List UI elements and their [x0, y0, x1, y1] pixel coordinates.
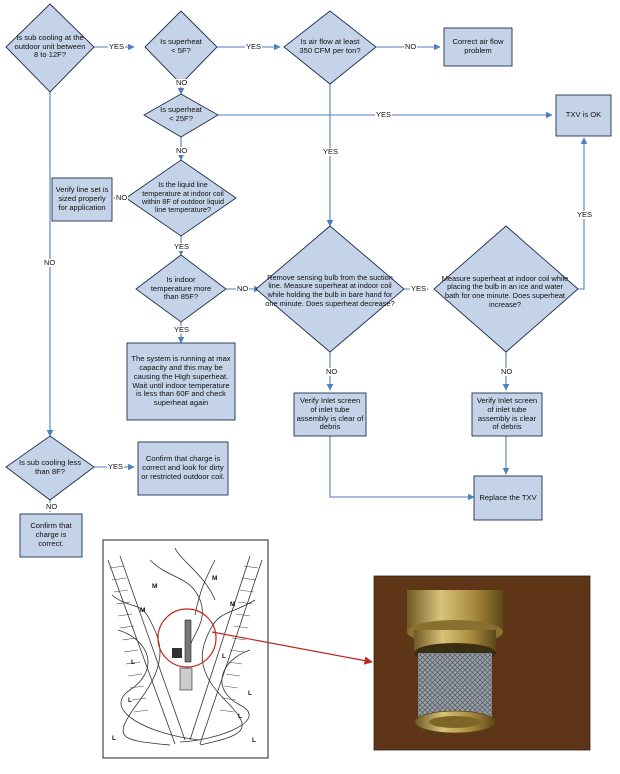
coil-marker-m1: M	[152, 583, 157, 590]
action-lineset-shape	[51, 177, 113, 222]
label-d1-d9-no: NO	[43, 258, 57, 267]
coil-marker-l6: L	[252, 737, 256, 744]
coil-marker-l3: L	[128, 697, 132, 704]
coil-marker-l1: L	[131, 659, 135, 666]
label-d9-chargecorrect-no: NO	[45, 502, 59, 511]
label-d2-d3-yes: YES	[245, 42, 263, 51]
edge-inlet1-replace	[329, 436, 475, 501]
label-d2-d4-no: NO	[175, 78, 189, 87]
label-d7-inlet1-no: NO	[325, 367, 339, 376]
callout-arrow	[211, 631, 373, 665]
label-d6-d7-no: NO	[236, 284, 250, 293]
action-replace-txv: Replace the TXV	[479, 492, 537, 502]
coil-marker-m4: M	[230, 601, 235, 608]
coil-marker-l2: L	[222, 653, 226, 660]
label-d4-d5-no: NO	[175, 146, 189, 155]
label-d9-chargeok-yes: YES	[107, 462, 125, 471]
decision-d3: Is air flow at least 350 CFM per ton?	[299, 37, 361, 55]
decision-d7: Remove sensing bulb from the suction lin…	[265, 272, 395, 308]
action-inlet1: Verify Inlet screen of inlet tube assemb…	[296, 395, 364, 432]
action-inlet2-shape	[471, 392, 543, 437]
callout-circle	[157, 608, 217, 668]
decision-d3-shape	[283, 10, 377, 85]
decision-d9: Is sub cooling less than 8F?	[18, 458, 82, 476]
action-charge-correct: Confirm that charge is correct.	[30, 521, 72, 548]
shapes	[5, 3, 612, 558]
decision-d5: Is the liquid line temperature at indoor…	[142, 180, 224, 215]
decision-d8-shape	[433, 225, 579, 353]
coil-marker-m3: M	[140, 607, 145, 614]
action-inlet2: Verify Inlet screen of inlet tube assemb…	[476, 395, 538, 432]
inlet-screen-photo	[373, 575, 591, 751]
decision-d6: Is indoor temperature more than 85F?	[150, 274, 212, 302]
label-d8-txvok-yes: YES	[576, 210, 594, 219]
action-airflow-shape	[443, 27, 513, 67]
decision-d4: Is superheat < 25F?	[160, 105, 202, 123]
decision-d1: Is sub cooling at the outdoor unit betwe…	[14, 32, 86, 60]
decision-d4-shape	[143, 93, 219, 138]
decision-d5-shape	[125, 159, 237, 237]
edge-d8-txvok	[578, 137, 588, 290]
coil-marker-l5: L	[112, 735, 116, 742]
label-d1-d2-yes: YES	[108, 42, 126, 51]
label-d3-d7-yes: YES	[322, 147, 340, 156]
label-d8-inlet2-no: NO	[500, 367, 514, 376]
label-d5-lineset-no: NO	[115, 193, 129, 202]
action-txvok-shape	[555, 94, 612, 137]
coil-marker-m2: M	[212, 575, 217, 582]
action-txv-ok: TXV is OK	[565, 110, 602, 120]
decision-d9-shape	[5, 435, 95, 501]
label-d5-d6-yes: YES	[173, 242, 191, 251]
action-lineset: Verify line set is sized properly for ap…	[55, 185, 109, 212]
label-d6-maxcap-yes: YES	[173, 325, 191, 334]
decision-d8: Measure superheat at indoor coil while p…	[441, 273, 569, 309]
label-d4-txvok-yes: YES	[375, 110, 393, 119]
action-chargeok-shape	[137, 441, 229, 496]
decision-d6-shape	[135, 254, 227, 323]
label-d3-airflow-no: NO	[404, 42, 418, 51]
action-maxcap-shape	[126, 342, 236, 421]
action-replace-shape	[473, 475, 543, 521]
action-chargecorrect-shape	[19, 513, 83, 558]
action-maxcap: The system is running at max capacity an…	[131, 353, 231, 408]
label-d7-d8-yes: YES	[410, 284, 428, 293]
coil-marker-l7: L	[238, 713, 242, 720]
decision-d7-shape	[255, 225, 405, 353]
action-inlet1-shape	[293, 392, 367, 437]
decision-d2: Is superheat < 5F?	[160, 37, 202, 55]
coil-marker-l4: L	[248, 690, 252, 697]
coil-illustration: M M M M L L L L L L L	[102, 539, 269, 759]
action-airflow: Correct air flow problem	[452, 37, 504, 55]
decision-d1-shape	[5, 3, 95, 93]
action-charge-ok: Confirm that charge is correct and look …	[141, 454, 225, 481]
